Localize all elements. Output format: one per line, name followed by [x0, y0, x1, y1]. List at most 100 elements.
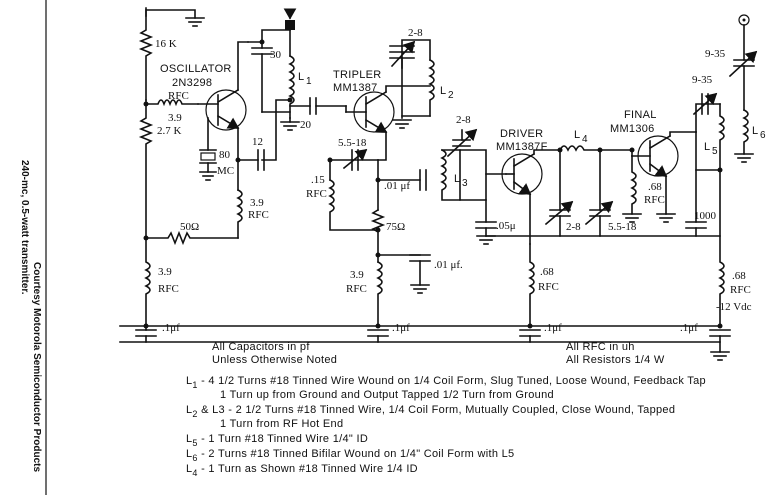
driver-label: DRIVER [500, 128, 543, 140]
l3-sub: 3 [462, 178, 468, 189]
r75-label: 75Ω [386, 221, 405, 233]
c12-label: 12 [252, 136, 263, 148]
crystal-80mc [199, 149, 217, 181]
transistor-tripler [345, 90, 395, 134]
rfc39a-value: 3.9 [250, 197, 264, 209]
supply-label: -12 Vdc [716, 301, 752, 313]
r16k-label: 16 K [155, 38, 177, 50]
final-label: FINAL [624, 109, 657, 121]
trimmer-2-8-c [544, 200, 574, 237]
final-part: MM1306 [610, 123, 655, 135]
ground-symbol-l1 [280, 117, 300, 131]
rfc15-value: .15 [311, 174, 325, 186]
ground-symbol-final-emitter [656, 213, 676, 223]
coil-note-line: L5 - 1 Turn #18 Tinned Wire 1/4" ID [186, 433, 368, 448]
l1-sub: 1 [306, 76, 312, 87]
r27k-label: 2.7 K [157, 125, 182, 137]
bypass-capacitor-4 [709, 329, 731, 343]
oscillator-part: 2N3298 [172, 77, 212, 89]
c30-label: 30 [270, 49, 282, 61]
driver-part: MM1387F [496, 141, 548, 153]
tripler-emitter-wire [377, 131, 387, 161]
capacitor-1000pf [685, 221, 707, 237]
rfc39b-value: 3.9 [158, 266, 172, 278]
rfc68b-label: RFC [644, 194, 665, 206]
capacitor-12pf [237, 149, 265, 171]
capacitor-0-01-a [377, 169, 427, 191]
rfc-3-9-tripler [376, 260, 383, 327]
transistor-final [631, 134, 679, 178]
emitter-bus [329, 159, 379, 181]
note-resistors: All Resistors 1/4 W [566, 354, 665, 366]
capacitor-0-05 [475, 221, 497, 245]
trimmer-5-5-18-b [584, 200, 614, 237]
trimmer-9-35-b [728, 50, 758, 111]
rfc-oscillator [145, 99, 199, 107]
rfc-3-9-emitter [236, 188, 243, 239]
coil-note-line: L4 - 1 Turn as Shown #18 Tinned Wire 1/4… [186, 463, 418, 478]
note-capacitors: All Capacitors in pf [212, 341, 310, 353]
l6-label: L [752, 125, 758, 137]
rfc-0-68-supply [718, 169, 725, 327]
tank-l2-wire [401, 39, 431, 61]
coil-l5 [718, 103, 725, 171]
c01a-label: .01 μf [384, 180, 410, 192]
c28b-label: 2-8 [456, 114, 471, 126]
bypass3-label: .1μf [544, 322, 562, 334]
c5518a-label: 5.5-18 [338, 137, 367, 149]
oscillator-label: OSCILLATOR [160, 63, 232, 75]
c5518b-label: 5.5-18 [608, 221, 637, 233]
rfc39c-label: RFC [346, 283, 367, 295]
bypass-capacitor-2 [367, 329, 389, 343]
c1000-label: 1000 [694, 210, 717, 222]
ground-symbol-l6 [734, 153, 754, 163]
rfc-0-68-final [630, 155, 637, 215]
ground-bus [119, 341, 721, 353]
rfc15-label: RFC [306, 188, 327, 200]
r50-label: 50Ω [180, 221, 199, 233]
bypass-capacitor-3 [519, 329, 541, 343]
tank-top-wire [247, 29, 291, 57]
c05-label: .05μ [496, 220, 516, 232]
note-rfc: All RFC in uh [566, 341, 635, 353]
coil-l2 [428, 58, 435, 117]
c935b-label: 9-35 [705, 48, 726, 60]
ground-symbol-main [710, 351, 730, 361]
coil-l6 [742, 108, 749, 155]
rfc-3-9-left [144, 237, 151, 327]
l2-sub: 2 [448, 90, 454, 101]
coil-l1 [288, 54, 295, 119]
final-collector-wire [669, 131, 697, 137]
tripler-label: TRIPLER [333, 69, 382, 81]
rfc68c-value: .68 [732, 270, 746, 282]
l3-label: L [454, 173, 460, 185]
figure-title: 240-mc, 0.5-watt transmitter. [19, 160, 30, 295]
capacitor-20pf [309, 97, 347, 115]
coil-note-line: L1 - 4 1/2 Turns #18 Tinned Wire Wound o… [186, 375, 706, 390]
bypass4-label: .1μf [680, 322, 698, 334]
resistor-2-7k [138, 99, 154, 239]
trimmer-9-35-a [692, 92, 718, 116]
rfc68a-value: .68 [540, 266, 554, 278]
rfc39c-value: 3.9 [350, 269, 364, 281]
capacitor-0-01-b [409, 254, 431, 294]
resistor-16k [138, 9, 154, 101]
l4-sub: 4 [582, 134, 588, 145]
supply-terminal-icon [285, 20, 295, 30]
coil-note-line: 1 Turn from RF Hot End [220, 418, 343, 430]
coil-notes: L1 - 4 1/2 Turns #18 Tinned Wire Wound o… [186, 375, 706, 478]
rfc-0-15 [328, 178, 379, 231]
ground-symbol-l2 [392, 119, 412, 129]
rfc68b-value: .68 [648, 181, 662, 193]
l2-label: L [440, 85, 446, 97]
driver-collector-wire [533, 149, 561, 155]
l6-sub: 6 [760, 130, 766, 141]
capacitor-30pf [251, 41, 273, 113]
crystal-unit: MC [217, 165, 234, 177]
coil-l4 [558, 145, 633, 152]
rfc68a-label: RFC [538, 281, 559, 293]
bypass-capacitor-1 [135, 325, 157, 343]
crystal-label: 80 [219, 149, 231, 161]
tripler-part: MM1387 [333, 82, 378, 94]
l5-label: L [704, 141, 710, 153]
